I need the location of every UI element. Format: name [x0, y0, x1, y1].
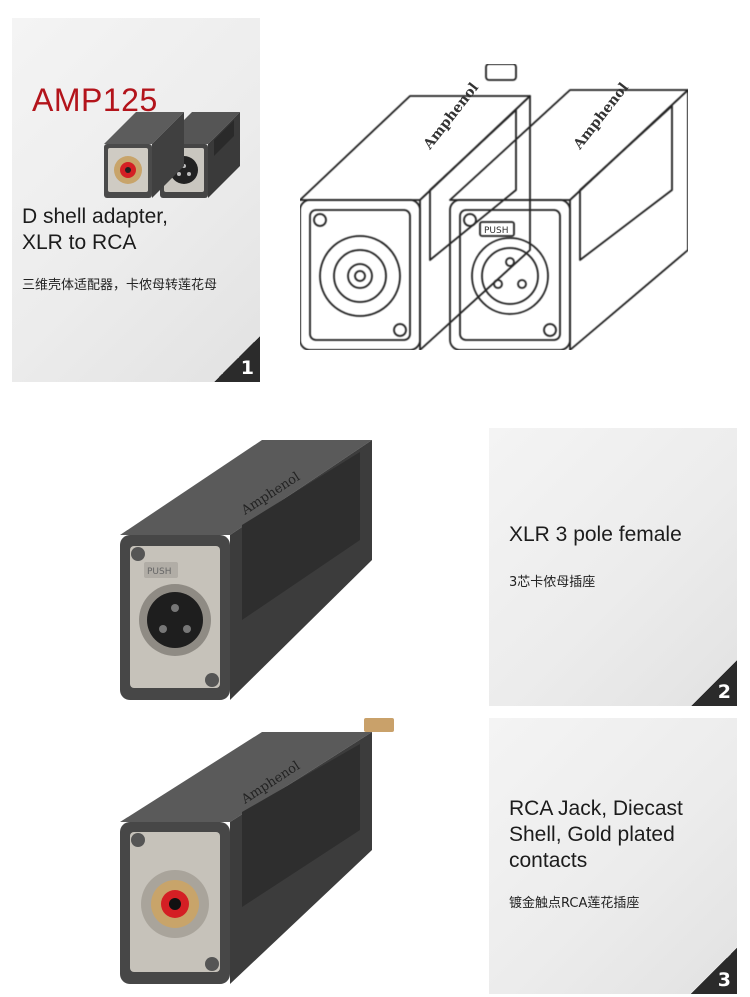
rca-adapter-photo: Amphenol — [120, 718, 394, 984]
description-line-1: D shell adapter, — [22, 205, 168, 228]
sketch-brand-label-1: Amphenol — [420, 80, 482, 153]
badge-number: 3 — [717, 969, 731, 991]
rca-description: RCA Jack, Diecast Shell, Gold plated con… — [509, 796, 683, 874]
rca-description-line-1: RCA Jack, Diecast — [509, 797, 683, 820]
sketch-brand-label-2: Amphenol — [570, 80, 632, 153]
xlr-adapter-photo: Amphenol PUSH — [120, 440, 372, 700]
corner-badge: 2 — [691, 660, 737, 706]
xlr-chinese-description: 3芯卡侬母插座 — [509, 575, 596, 590]
sketch-illustration: Amphenol Amphenol PUSH — [299, 63, 689, 351]
corner-badge: 1 — [214, 336, 260, 382]
adapter-pair-thumbnail — [104, 112, 240, 198]
corner-badge: 3 — [691, 948, 737, 994]
rca-info-panel: RCA Jack, Diecast Shell, Gold plated con… — [489, 718, 737, 994]
product-description: D shell adapter, XLR to RCA — [22, 204, 168, 256]
sketch-push-label: PUSH — [484, 226, 509, 236]
chinese-description: 三维壳体适配器，卡侬母转莲花母 — [22, 278, 218, 293]
badge-number: 2 — [717, 681, 731, 703]
xlr-push-label: PUSH — [147, 567, 172, 577]
rca-chinese-description: 镀金触点RCA莲花插座 — [509, 896, 640, 911]
rca-description-line-2: Shell, Gold plated — [509, 823, 675, 846]
badge-number: 1 — [240, 357, 254, 379]
description-line-2: XLR to RCA — [22, 231, 137, 254]
rca-description-line-3: contacts — [509, 849, 588, 872]
xlr-info-panel: XLR 3 pole female 3芯卡侬母插座 2 — [489, 428, 737, 706]
xlr-description: XLR 3 pole female — [509, 523, 682, 546]
intro-panel: AMP125 D shell adapter, XLR to RCA 三维壳体适… — [12, 18, 260, 382]
